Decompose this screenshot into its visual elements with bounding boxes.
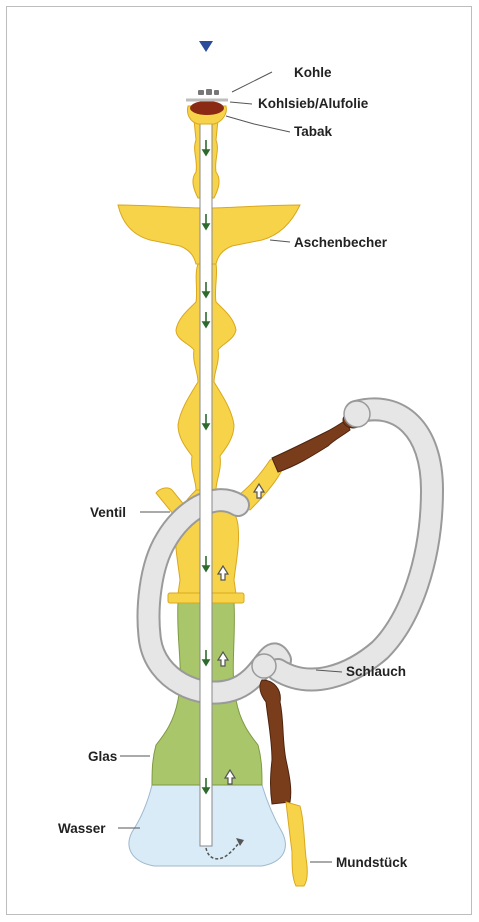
label-mundstueck: Mundstück (336, 855, 408, 870)
label-wasser: Wasser (58, 821, 106, 836)
label-schlauch: Schlauch (346, 664, 406, 679)
label-aschenbecher: Aschenbecher (294, 235, 388, 250)
label-kohle: Kohle (294, 65, 332, 80)
marker-triangle (199, 41, 213, 52)
mouthpiece-wood (260, 680, 291, 804)
coal-icon (198, 89, 219, 95)
label-glas: Glas (88, 749, 117, 764)
mouthpiece-tip (286, 802, 307, 886)
tobacco (190, 101, 224, 115)
label-kohlsieb: Kohlsieb/Alufolie (258, 96, 369, 111)
label-tabak: Tabak (294, 124, 333, 139)
label-ventil: Ventil (90, 505, 126, 520)
